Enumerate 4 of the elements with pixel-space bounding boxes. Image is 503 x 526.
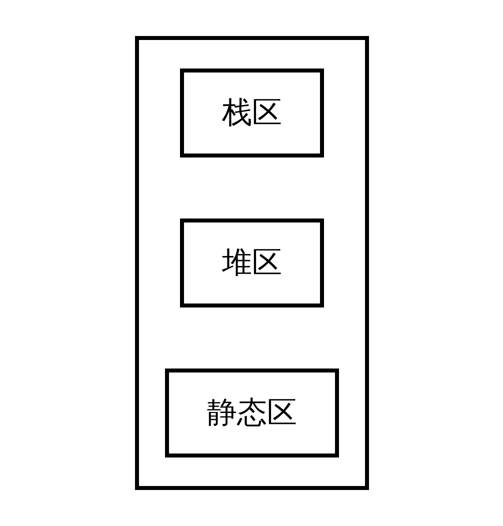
node-box: 栈区 [180, 68, 324, 158]
node-box: 堆区 [180, 218, 324, 308]
cluster [134, 36, 368, 490]
node-box: 静态区 [164, 368, 338, 458]
